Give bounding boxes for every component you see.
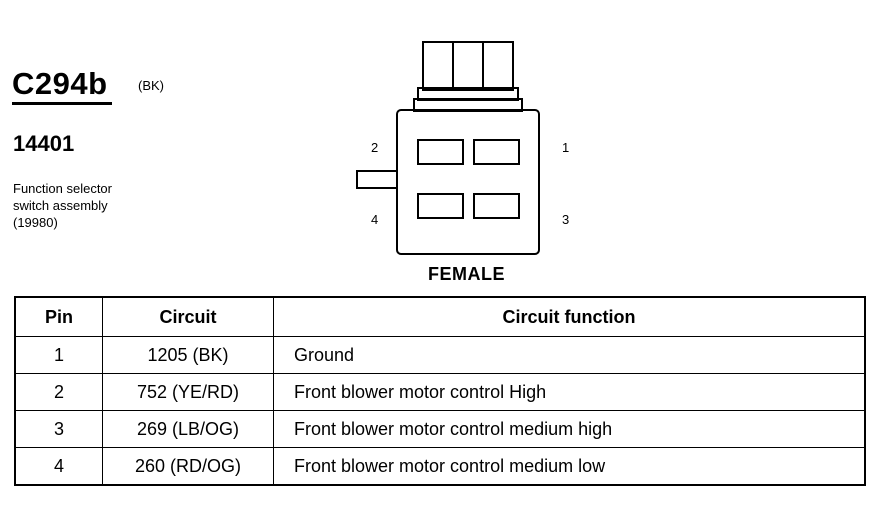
part-number: 14401 [13,131,75,156]
cell-circuit: 752 (YE/RD) [102,373,274,411]
table-row: 3 269 (LB/OG) Front blower motor control… [14,410,866,448]
cell-pin: 2 [14,373,103,411]
column-header-function: Circuit function [273,296,866,337]
cell-function: Front blower motor control medium high [273,410,866,448]
table-row: 1 1205 (BK) Ground [14,336,866,374]
pinout-table: Pin Circuit Circuit function 1 1205 (BK)… [14,296,866,486]
cell-circuit: 260 (RD/OG) [102,447,274,486]
description-line: (19980) [13,215,58,230]
terminal-cavity-4 [417,193,464,219]
terminal-cavity-2 [417,139,464,165]
terminal-cavity-3 [473,193,520,219]
table-row: 2 752 (YE/RD) Front blower motor control… [14,373,866,411]
pin-label-4: 4 [371,212,379,227]
column-header-pin: Pin [14,296,103,337]
connector-gender-label: FEMALE [428,264,505,284]
cell-pin: 4 [14,447,103,486]
cell-circuit: 269 (LB/OG) [102,410,274,448]
cell-pin: 1 [14,336,103,374]
cell-function: Front blower motor control High [273,373,866,411]
connector-color-code: (BK) [138,78,164,93]
description-line: switch assembly [13,198,108,213]
connector-latch [422,41,514,91]
component-description: Function selector switch assembly (19980… [13,180,112,231]
cell-function: Front blower motor control medium low [273,447,866,486]
terminal-cavity-1 [473,139,520,165]
pin-label-2: 2 [371,140,379,155]
cell-circuit: 1205 (BK) [102,336,274,374]
column-header-circuit: Circuit [102,296,274,337]
table-header-row: Pin Circuit Circuit function [14,296,866,337]
table-row: 4 260 (RD/OG) Front blower motor control… [14,447,866,486]
connector-id: C294b [12,66,108,101]
description-line: Function selector [13,181,112,196]
connector-face-diagram [356,41,540,255]
connector-key-tab [356,170,398,189]
cell-function: Ground [273,336,866,374]
pin-label-3: 3 [562,212,570,227]
pin-label-1: 1 [562,140,570,155]
cell-pin: 3 [14,410,103,448]
connector-body [396,109,540,255]
connector-id-underline [12,102,112,105]
